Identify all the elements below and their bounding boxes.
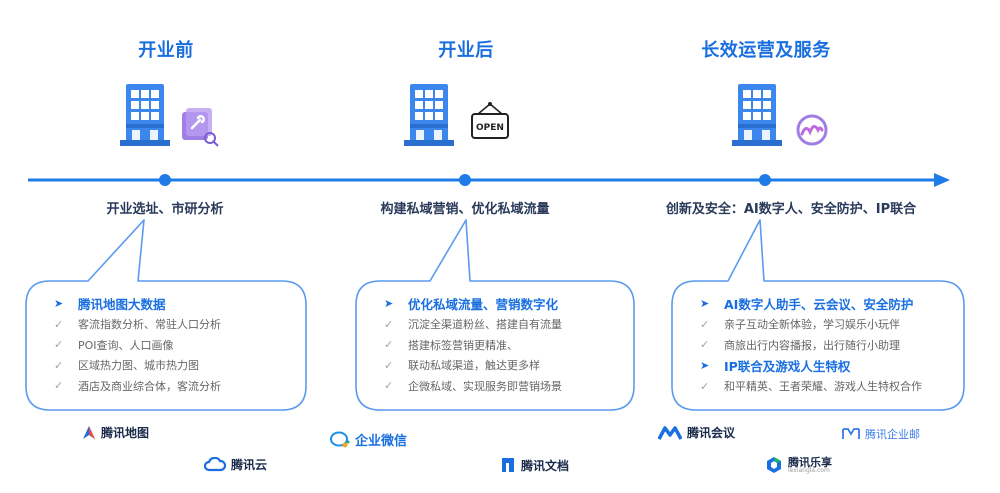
check-icon: ✓ [54, 358, 64, 372]
list-item: ✓客流指数分析、常驻人口分析 [54, 317, 221, 332]
building-icon: OPEN [404, 84, 509, 146]
logo-tencent-map: 腾讯地图 [82, 424, 149, 441]
logo-tencent-meeting: 腾讯会议 [658, 424, 735, 441]
arrow-right-icon: ➤ [700, 359, 710, 372]
stage-title-post-opening: 开业后 [438, 40, 494, 61]
tencent-exmail-icon [842, 428, 860, 439]
check-icon: ✓ [54, 338, 64, 352]
timeline-node-1 [159, 174, 171, 186]
tencent-docs-icon [502, 458, 514, 472]
stage-icon-group-1 [118, 82, 228, 156]
arrow-right-icon: ➤ [700, 297, 710, 310]
tencent-lexiang-icon [767, 457, 781, 473]
callout-heading: ➤IP联合及游戏人生特权 [700, 359, 851, 374]
list-item: ✓搭建标签营销更精准、 [384, 338, 518, 352]
check-icon: ✓ [54, 379, 64, 393]
check-icon: ✓ [384, 338, 394, 352]
list-item: ✓沉淀全渠道粉丝、搭建自有流量 [384, 317, 562, 332]
callout-heading: ➤优化私域流量、营销数字化 [384, 297, 559, 312]
callout-content-1: ➤腾讯地图大数据 ✓客流指数分析、常驻人口分析 ✓POI查询、人口画像 ✓区域热… [54, 293, 221, 396]
wecom-icon [330, 431, 350, 447]
open-sign-icon: OPEN [471, 102, 509, 139]
tencent-map-icon [83, 425, 95, 439]
check-icon: ✓ [54, 317, 64, 331]
list-item: ✓和平精英、王者荣耀、游戏人生特权合作 [700, 379, 922, 394]
stage-icon-group-3 [730, 82, 840, 156]
check-icon: ✓ [700, 317, 710, 331]
logo-wecom: 企业微信 [330, 430, 407, 449]
callout-heading: ➤AI数字人助手、云会议、安全防护 [700, 297, 914, 312]
svg-text:OPEN: OPEN [476, 123, 504, 133]
check-icon: ✓ [384, 379, 394, 393]
tencent-cloud-icon [204, 456, 226, 471]
stage-subtitle-3: 创新及安全：AI数字人、安全防护、IP联合 [665, 202, 917, 217]
timeline-node-2 [459, 174, 471, 186]
arrow-right-icon: ➤ [384, 297, 394, 310]
tencent-meeting-icon [658, 425, 682, 440]
logo-tencent-exmail: 腾讯企业邮 [842, 426, 920, 442]
check-icon: ✓ [384, 358, 394, 372]
building-icon [120, 84, 219, 147]
logo-tencent-docs: 腾讯文档 [500, 456, 569, 474]
list-item: ✓商旅出行内容播报，出行随行小助理 [700, 338, 900, 352]
stage-icon-group-2: OPEN [402, 82, 522, 156]
chat-bot-icon [796, 114, 828, 146]
stage-title-pre-opening: 开业前 [138, 40, 194, 61]
stage-subtitle-1: 开业选址、市研分析 [106, 202, 224, 217]
list-item: ✓企微私域、实现服务即营销场景 [384, 379, 562, 393]
callout-content-3: ➤AI数字人助手、云会议、安全防护 ✓亲子互动全新体验，学习娱乐小玩伴 ✓商旅出… [700, 293, 922, 397]
logo-tencent-lexiang: 腾讯乐享 lexiangla.com [765, 456, 832, 474]
list-item: ✓POI查询、人口画像 [54, 338, 174, 352]
list-item: ✓亲子互动全新体验，学习娱乐小玩伴 [700, 317, 900, 332]
list-item: ✓区域热力图、城市热力图 [54, 358, 199, 373]
check-icon: ✓ [384, 317, 394, 331]
building-icon [732, 84, 828, 146]
timeline-node-3 [759, 174, 771, 186]
logo-tencent-cloud: 腾讯云 [204, 456, 267, 473]
wrench-search-icon [182, 108, 219, 147]
callout-heading: ➤腾讯地图大数据 [54, 297, 166, 312]
arrow-right-icon: ➤ [54, 297, 64, 310]
check-icon: ✓ [700, 338, 710, 352]
check-icon: ✓ [700, 379, 710, 393]
timeline-arrow [28, 173, 950, 187]
stage-subtitle-2: 构建私域营销、优化私域流量 [380, 202, 550, 217]
list-item: ✓酒店及商业综合体，客流分析 [54, 379, 221, 393]
list-item: ✓联动私域渠道，触达更多样 [384, 358, 540, 373]
stage-title-long-term: 长效运营及服务 [701, 40, 831, 61]
callout-content-2: ➤优化私域流量、营销数字化 ✓沉淀全渠道粉丝、搭建自有流量 ✓搭建标签营销更精准… [384, 293, 562, 396]
